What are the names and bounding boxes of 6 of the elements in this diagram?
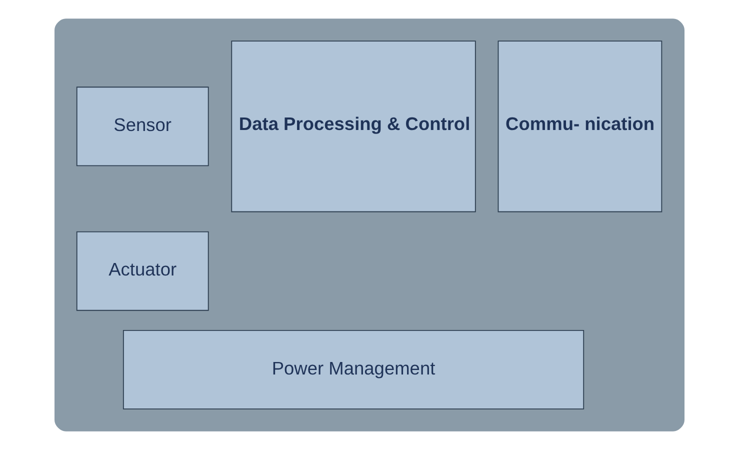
- node-box: Sensor: [76, 86, 208, 166]
- node-box: Power Management: [122, 330, 584, 410]
- cluster: [54, 18, 684, 432]
- node-box: Commu- nication: [497, 40, 662, 212]
- node-box: Actuator: [76, 231, 208, 311]
- node-box: Data Processing & Control: [230, 40, 476, 212]
